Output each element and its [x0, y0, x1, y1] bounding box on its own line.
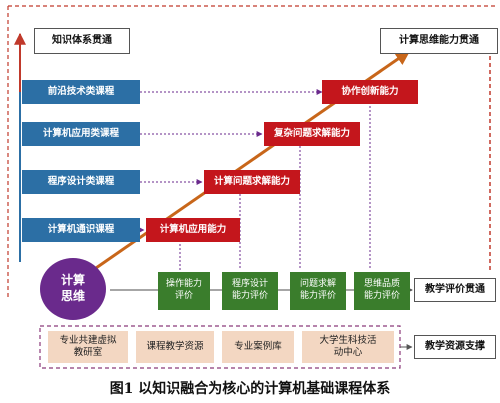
eval-programming: 程序设计 能力评价	[222, 272, 278, 310]
course-general: 计算机通识课程	[22, 218, 140, 242]
ability-computational-solving: 计算问题求解能力	[204, 170, 300, 194]
ability-computer-application: 计算机应用能力	[146, 218, 240, 242]
resource-tech-center: 大学生科技活 动中心	[302, 331, 394, 363]
eval-operation: 操作能力 评价	[158, 272, 210, 310]
eval-problem-solving: 问题求解 能力评价	[290, 272, 346, 310]
thinking-through-box: 计算思维能力贯通	[380, 28, 498, 54]
core-computational-thinking: 计算 思维	[40, 258, 106, 320]
resource-course-materials: 课程教学资源	[136, 331, 214, 363]
figure-caption: 图1 以知识融合为核心的计算机基础课程体系	[109, 381, 391, 397]
knowledge-through-box: 知识体系贯通	[34, 28, 130, 54]
course-programming: 程序设计类课程	[22, 170, 140, 194]
evaluation-through-box: 教学评价贯通	[414, 278, 496, 302]
eval-thinking-quality: 思维品质 能力评价	[354, 272, 410, 310]
course-frontier: 前沿技术类课程	[22, 80, 140, 104]
resource-case-library: 专业案例库	[222, 331, 294, 363]
ability-collaboration: 协作创新能力	[322, 80, 418, 104]
dashed-frame	[7, 5, 495, 300]
resource-virtual-office: 专业共建虚拟 教研室	[48, 331, 128, 363]
course-ability-links	[138, 89, 323, 233]
course-application: 计算机应用类课程	[22, 122, 140, 146]
resource-support-box: 教学资源支撑	[414, 335, 496, 359]
ability-eval-links	[179, 102, 371, 270]
ability-complex-solving: 复杂问题求解能力	[264, 122, 360, 146]
